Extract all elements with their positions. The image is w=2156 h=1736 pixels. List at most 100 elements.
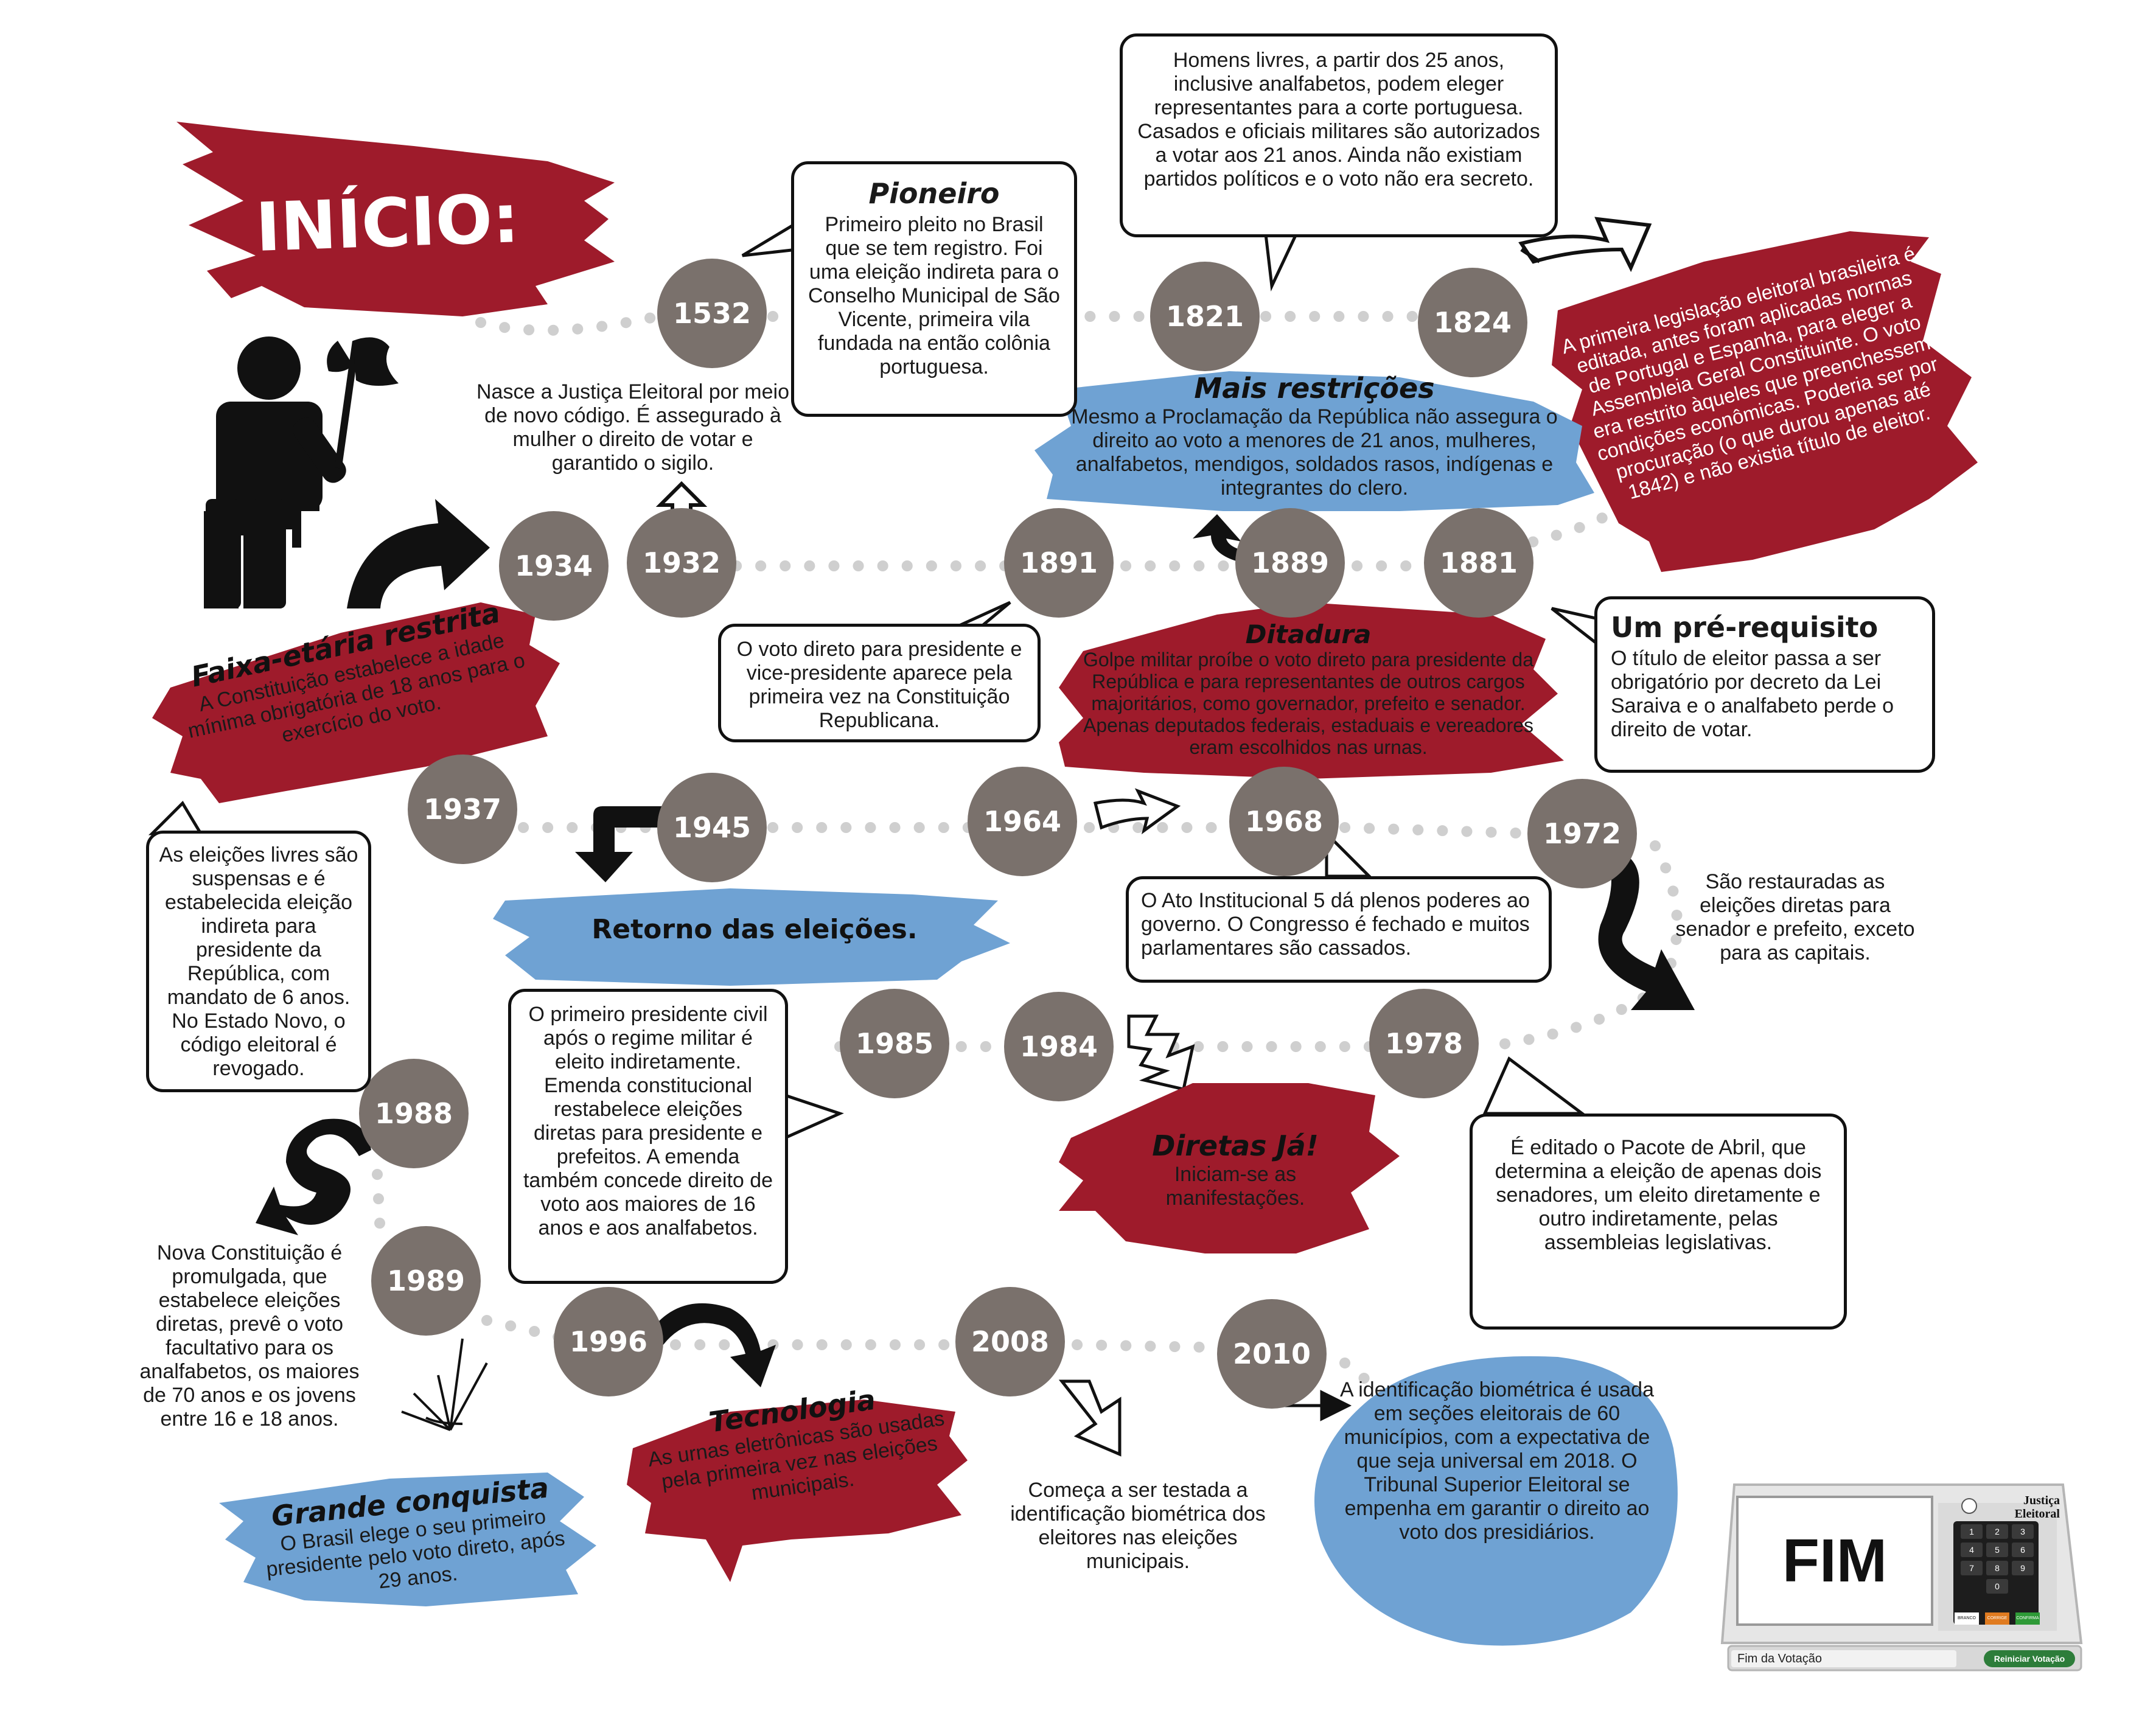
- diretas-ja-red-brush: [1059, 1083, 1400, 1253]
- outline-arrow-1824: [1518, 217, 1652, 273]
- ditadura-text: Golpe militar proíbe o voto direto para …: [1083, 649, 1534, 758]
- biometria-teste-text: Começa a ser testada a identificação bio…: [1010, 1479, 1266, 1573]
- person-flag-icon: [204, 336, 399, 608]
- diretas-ja-block: Diretas Já! Iniciam-se as manifestações.: [1126, 1129, 1345, 1210]
- retorno-blue-brush: [493, 888, 1010, 986]
- pioneiro-bubble: Pioneiro Primeiro pleito no Brasil que s…: [791, 161, 1077, 417]
- year-1972: 1972: [1527, 779, 1637, 888]
- year-1532: 1532: [657, 259, 767, 368]
- black-arrow-1934: [347, 499, 490, 608]
- grande-conquista-blue-brush: [219, 1473, 596, 1606]
- primeiro-civil-text: O primeiro presidente civil após o regim…: [523, 1003, 773, 1239]
- urna-confirma-button[interactable]: CONFIRMA: [2016, 1616, 2039, 1620]
- voto-direto-1891-text: O voto direto para presidente e vice-pre…: [736, 638, 1022, 732]
- biometria-2010-text: A identificação biométrica é usada em se…: [1340, 1378, 1654, 1544]
- urna-restart-button[interactable]: Reiniciar Votação: [1994, 1654, 2065, 1664]
- pacote-abril-text: É editado o Pacote de Abril, que determi…: [1495, 1136, 1822, 1254]
- ditadura-title: Ditadura: [1245, 619, 1372, 649]
- year-1934: 1934: [499, 511, 609, 621]
- year-2010: 2010: [1217, 1299, 1327, 1409]
- pre-requisito-bubble: Um pré-requisito O título de eleitor pas…: [1594, 596, 1935, 773]
- black-arrow-1996: [645, 1303, 776, 1387]
- year-1968: 1968: [1229, 767, 1339, 876]
- ai5-text: O Ato Institucional 5 dá plenos poderes …: [1141, 889, 1530, 960]
- ai5-bubble: O Ato Institucional 5 dá plenos poderes …: [1126, 876, 1552, 983]
- constituicao-1988-text: Nova Constituição é promulgada, que esta…: [139, 1241, 360, 1431]
- biometria-blue-brush: [1314, 1356, 1678, 1646]
- tecnologia-red-brush: [627, 1400, 968, 1582]
- pre-requisito-text: O título de eleitor passa a ser obrigató…: [1611, 647, 1894, 741]
- urna-key[interactable]: 2: [1986, 1524, 2008, 1539]
- year-1989: 1989: [371, 1226, 481, 1336]
- year-1996: 1996: [554, 1287, 663, 1396]
- year-1821: 1821: [1150, 262, 1260, 371]
- outline-arrow-1964: [1093, 788, 1181, 835]
- black-swirl-arrow-1988: [256, 1118, 371, 1235]
- urna-key[interactable]: 7: [1961, 1561, 1983, 1575]
- primeiro-civil-bubble-tail: [783, 1093, 844, 1140]
- outline-arrow-1984: [1127, 1014, 1195, 1092]
- mais-restricoes-title: Mais restrições: [1194, 372, 1435, 405]
- justica-eleitoral-text: Nasce a Justiça Eleitoral por meio de no…: [476, 380, 789, 475]
- urna-brand-line2: Eleitoral: [2014, 1507, 2060, 1521]
- year-1881: 1881: [1424, 508, 1533, 618]
- urna-branco-button[interactable]: BRANCO: [1958, 1616, 1976, 1620]
- urna-corrige-button[interactable]: CORRIGE: [1987, 1616, 2008, 1620]
- mais-restricoes-text: Mesmo a Proclamação da República não ass…: [1071, 405, 1558, 500]
- urna-key[interactable]: 8: [1986, 1561, 2008, 1575]
- urna-key[interactable]: 3: [2012, 1524, 2034, 1539]
- urna-key[interactable]: 0: [1986, 1579, 2008, 1594]
- restauradas-1972-text: São restauradas as eleições diretas para…: [1675, 870, 1915, 964]
- faixa-etaria-red-brush: [152, 602, 560, 803]
- grass-sketch-icon: [401, 1338, 488, 1431]
- year-1945: 1945: [657, 773, 767, 882]
- year-1978: 1978: [1369, 989, 1479, 1098]
- homens-bubble-tail: [1264, 232, 1299, 291]
- year-1984: 1984: [1004, 992, 1114, 1101]
- urna-key[interactable]: 4: [1961, 1543, 1983, 1557]
- outline-arrow-2008: [1058, 1379, 1122, 1457]
- mais-restricoes-blue-brush: [1034, 371, 1594, 511]
- mais-restricoes-block: Mais restrições Mesmo a Proclamação da R…: [1047, 371, 1582, 500]
- homens-livres-text: Homens livres, a partir dos 25 anos, inc…: [1137, 49, 1540, 190]
- diretas-ja-text: Iniciam-se as manifestações.: [1165, 1163, 1305, 1210]
- year-1985: 1985: [840, 989, 949, 1098]
- urna-key[interactable]: 1: [1961, 1524, 1983, 1539]
- year-2008: 2008: [955, 1287, 1065, 1396]
- urna-screen-text: FIM: [1782, 1526, 1888, 1595]
- year-1988: 1988: [359, 1059, 469, 1168]
- year-1937: 1937: [408, 755, 517, 864]
- eleicoes-suspensas-text: As eleições livres são suspensas e é est…: [159, 843, 358, 1080]
- diretas-ja-title: Diretas Já!: [1152, 1129, 1319, 1162]
- urna-brand: Justiça Eleitoral: [1981, 1494, 2060, 1521]
- urna-keypad: 1 2 3 4 5 6 7 8 9 0: [1961, 1524, 2034, 1594]
- pacote-abril-bubble: É editado o Pacote de Abril, que determi…: [1470, 1114, 1847, 1330]
- pioneiro-text: Primeiro pleito no Brasil que se tem reg…: [808, 213, 1060, 378]
- pioneiro-title: Pioneiro: [868, 177, 1000, 210]
- inicio-red-brush: [176, 122, 615, 316]
- urna-key[interactable]: 5: [1986, 1543, 2008, 1557]
- black-arrow-1972: [1598, 852, 1695, 1010]
- urna-status-text: Fim da Votação: [1737, 1652, 1822, 1665]
- urna-brand-line1: Justiça: [2023, 1494, 2060, 1507]
- ditadura-red-brush: [1059, 602, 1564, 779]
- voto-direto-1891-bubble: O voto direto para presidente e vice-pre…: [718, 624, 1041, 742]
- urna-key[interactable]: 6: [2012, 1543, 2034, 1557]
- year-1889: 1889: [1235, 508, 1345, 618]
- year-1964: 1964: [968, 767, 1077, 876]
- eleicoes-suspensas-bubble: As eleições livres são suspensas e é est…: [146, 831, 371, 1092]
- pacote-abril-bubble-tail: [1482, 1056, 1587, 1115]
- eleicoes-suspensas-bubble-tail: [148, 800, 204, 835]
- homens-livres-bubble: Homens livres, a partir dos 25 anos, inc…: [1120, 33, 1558, 237]
- pre-requisito-title: Um pré-requisito: [1611, 611, 1879, 644]
- ditadura-block: Ditadura Golpe militar proíbe o voto dir…: [1059, 619, 1558, 759]
- year-1932: 1932: [627, 508, 736, 618]
- page-title: INÍCIO:: [254, 179, 521, 267]
- retorno-eleicoes-text: Retorno das eleições.: [591, 914, 918, 945]
- primeiro-civil-bubble: O primeiro presidente civil após o regim…: [508, 989, 788, 1284]
- black-arrow-1945: [575, 806, 666, 882]
- urna-key[interactable]: 9: [2012, 1561, 2034, 1575]
- year-1824: 1824: [1418, 268, 1527, 377]
